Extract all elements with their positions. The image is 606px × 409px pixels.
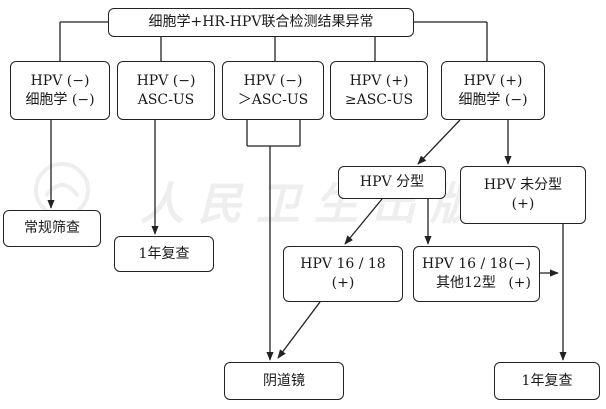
- node-label-line1: HPV 未分型: [483, 177, 563, 193]
- arrow-to-hpv1618: [344, 198, 383, 245]
- node-label-line1: HPV (−): [30, 72, 90, 89]
- node-label-hpv1618: HPV 16 / 18: [422, 256, 508, 272]
- node-row-2: 其他12型 (+): [414, 274, 539, 293]
- node-label: 常规筛查: [24, 220, 80, 236]
- node-label-line1: HPV (+): [463, 72, 523, 89]
- node-row-1: HPV 16 / 18 (−): [414, 255, 539, 274]
- node-label: 阴道镜: [263, 372, 305, 389]
- node-label-line2: ASC-US: [137, 91, 195, 108]
- arrow-to-typing: [417, 119, 461, 165]
- node-recheck-1-year: 1年复查: [114, 236, 214, 272]
- node-hpv-typing: HPV 分型: [338, 166, 446, 199]
- node-label-line1: HPV (+): [349, 72, 409, 89]
- node-label-line1: HPV (−): [243, 72, 303, 89]
- node-hpv-16-18-pos: HPV 16 / 18 (+): [283, 246, 403, 302]
- node-hpv-other-12-types: HPV 16 / 18 (−) 其他12型 (+): [413, 246, 540, 302]
- node-label-neg: (−): [508, 256, 531, 272]
- node-hpv-neg-above-asc-us: HPV (−) ＞ASC-US: [222, 61, 324, 120]
- node-label-line2: ＞ASC-US: [237, 91, 309, 108]
- node-colposcopy: 阴道镜: [224, 362, 344, 400]
- node-label: 1年复查: [521, 372, 573, 389]
- node-label-pos: (+): [508, 275, 531, 291]
- node-hpv-neg-cyto-neg: HPV (−) 细胞学 (−): [10, 61, 110, 120]
- node-label-line1: HPV 16 / 18: [300, 256, 386, 272]
- arrow-1618-to-colposcopy: [277, 301, 321, 359]
- node-root-label: 细胞学+HR-HPV联合检测结果异常: [148, 14, 374, 30]
- node-label-line1: HPV (−): [136, 72, 196, 89]
- node-hpv-pos-cyto-neg: HPV (+) 细胞学 (−): [441, 61, 545, 120]
- node-hpv-pos-asc-us-or-above: HPV (+) ≥ASC-US: [330, 61, 428, 120]
- node-label-line2: 细胞学 (−): [458, 91, 528, 108]
- node-label-other12: 其他12型: [436, 275, 496, 291]
- node-recheck-1-year-2: 1年复查: [494, 362, 600, 400]
- node-label-line2: ≥ASC-US: [344, 91, 414, 108]
- node-label: HPV 分型: [359, 174, 425, 190]
- node-hpv-neg-asc-us: HPV (−) ASC-US: [117, 61, 215, 120]
- node-label-line2: 细胞学 (−): [25, 91, 95, 108]
- node-label-line2: (+): [331, 275, 355, 291]
- node-routine-screening: 常规筛查: [3, 210, 101, 247]
- node-label-line2: (+): [511, 196, 535, 212]
- node-combined-test-abnormal: 细胞学+HR-HPV联合检测结果异常: [108, 8, 414, 37]
- node-label: 1年复查: [138, 245, 190, 262]
- node-hpv-untyped-pos: HPV 未分型 (+): [460, 166, 586, 224]
